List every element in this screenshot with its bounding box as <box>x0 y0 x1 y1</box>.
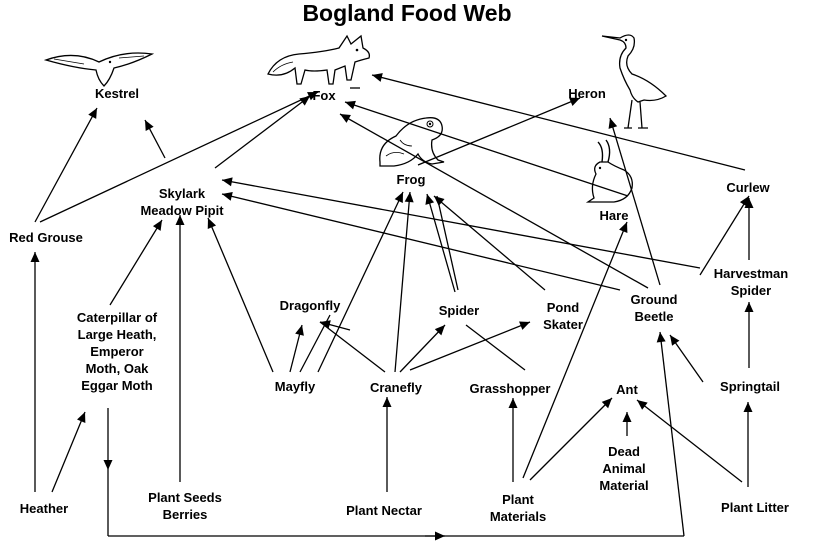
arrowhead <box>425 194 435 205</box>
connection-line <box>207 217 274 373</box>
arrowhead <box>340 114 351 123</box>
node-heron: Heron <box>568 86 606 101</box>
arrowhead <box>622 412 632 422</box>
arrowhead <box>569 97 580 106</box>
arrowhead <box>372 73 383 82</box>
connection-line <box>344 101 629 197</box>
connection-line <box>221 179 701 269</box>
node-frog: Frog <box>396 172 426 187</box>
arrowhead <box>744 302 754 312</box>
connection-line <box>529 397 613 481</box>
arrowhead <box>435 531 445 541</box>
heron-icon <box>601 34 668 129</box>
connection-line <box>319 321 386 373</box>
connection-line <box>394 191 411 373</box>
node-mayfly: Mayfly <box>274 379 316 394</box>
connection-line <box>221 193 621 291</box>
arrowhead <box>382 397 392 407</box>
node-cranefly: Cranefly <box>369 380 423 395</box>
fox-icon <box>267 34 371 85</box>
arrowhead <box>295 325 304 336</box>
connection-line <box>34 107 98 223</box>
arrowhead <box>519 321 530 330</box>
arrowhead <box>404 192 414 203</box>
arrowhead <box>656 332 666 343</box>
connection-line <box>339 113 649 289</box>
node-heather: Heather <box>19 501 69 516</box>
connection-line <box>609 117 661 286</box>
node-plant-nectar: Plant Nectar <box>346 503 422 518</box>
arrowhead <box>88 108 97 119</box>
connection-line <box>465 324 526 371</box>
arrowhead <box>394 192 403 203</box>
arrowhead <box>637 400 648 410</box>
arrowhead <box>77 412 86 423</box>
arrowhead <box>299 96 310 106</box>
connection-line <box>214 95 311 169</box>
arrowhead <box>152 220 162 231</box>
connection-line <box>426 193 456 293</box>
connection-line <box>409 321 531 371</box>
arrowhead <box>434 196 445 206</box>
node-curlew: Curlew <box>726 180 770 195</box>
connection-line <box>399 324 446 373</box>
arrowhead <box>508 398 518 408</box>
connection-line <box>699 195 750 276</box>
connection-line <box>371 74 746 171</box>
arrowhead <box>307 92 318 101</box>
arrowhead <box>30 252 40 262</box>
arrowhead <box>145 120 154 131</box>
kestrel-icon <box>44 52 155 87</box>
connection-line <box>522 221 628 479</box>
node-kestrel: Kestrel <box>94 86 140 101</box>
node-fox: Fox <box>312 88 336 103</box>
arrowhead <box>601 398 612 409</box>
node-dragonfly: Dragonfly <box>279 298 341 313</box>
node-ant: Ant <box>616 382 638 397</box>
arrowhead <box>670 335 680 346</box>
arrowhead <box>320 320 331 329</box>
connection-line <box>417 97 581 166</box>
connection-line <box>433 195 546 291</box>
arrowhead <box>739 196 749 207</box>
connection-line <box>659 331 685 537</box>
node-red-grouse: Red Grouse <box>9 230 83 245</box>
connection-line <box>51 411 86 493</box>
arrowhead <box>103 460 113 470</box>
arrowhead <box>175 215 185 225</box>
arrowhead <box>222 177 233 187</box>
diagram-title: Bogland Food Web <box>302 0 512 26</box>
arrowhead <box>222 191 233 201</box>
arrowhead <box>345 100 356 110</box>
arrowhead <box>619 222 628 233</box>
node-grasshopper: Grasshopper <box>469 381 551 396</box>
arrowhead <box>434 325 445 336</box>
connection-line <box>317 191 404 373</box>
arrowhead <box>608 118 618 129</box>
node-spider: Spider <box>438 303 480 318</box>
node-springtail: Springtail <box>720 379 780 394</box>
node-hare: Hare <box>599 208 629 223</box>
hare-icon <box>585 139 633 203</box>
connection-line <box>436 195 459 291</box>
arrowhead <box>743 402 753 412</box>
connection-line <box>39 91 319 223</box>
connection-line <box>109 219 163 306</box>
node-plant-litter: Plant Litter <box>721 500 789 515</box>
arrowhead <box>207 218 217 229</box>
connection-line <box>636 399 743 483</box>
